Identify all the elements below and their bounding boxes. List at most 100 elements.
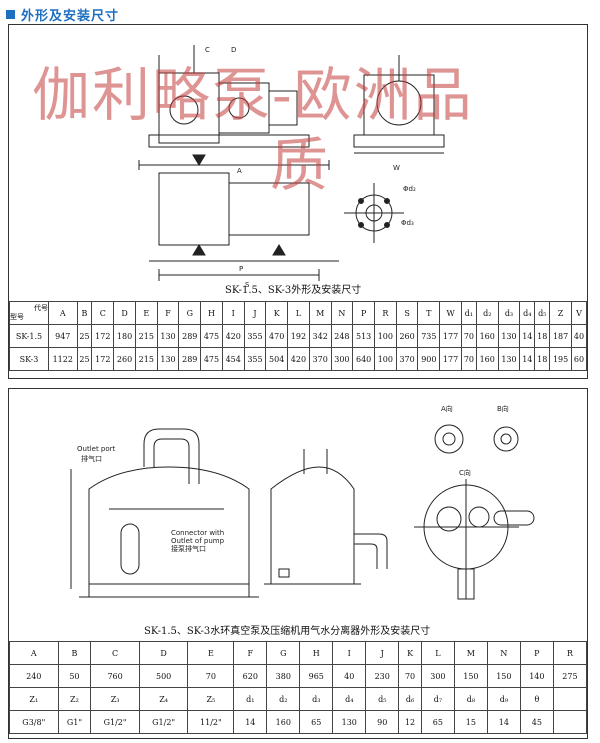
table-header-cell: d₅: [365, 687, 400, 711]
table-header-cell: P: [519, 641, 554, 665]
view-c-label: C向: [459, 468, 471, 477]
table-header-cell: Z₃: [90, 687, 140, 711]
table-cell: 513: [352, 324, 375, 348]
table-cell: 195: [549, 347, 572, 371]
table-cell: 370: [308, 347, 332, 371]
watermark-line1: 伽利略泵-欧洲品: [32, 61, 474, 129]
table-header-cell: d₂: [475, 301, 499, 325]
table-cell: 70: [187, 664, 235, 688]
table-cell: 215: [134, 347, 158, 371]
table-header-cell: d₃: [299, 687, 334, 711]
header-square-icon: [6, 9, 15, 19]
table-cell: 300: [420, 664, 455, 688]
table-cell: 18: [534, 347, 551, 371]
pump-drawing: C D A P S W Φd₂ Φd₃: [138, 45, 445, 289]
table-cell: 300: [330, 347, 354, 371]
connector2-label: Outlet of pump: [171, 537, 225, 545]
corner-top-label: 代号: [34, 304, 48, 312]
view-b-label: B向: [497, 404, 509, 413]
table-cell: 100: [374, 347, 397, 371]
table-cell: 370: [395, 347, 419, 371]
table-header-cell: I: [221, 301, 245, 325]
outlet-port-label: Outlet port: [77, 445, 116, 453]
table-cell: [552, 710, 588, 734]
table-cell: 14: [233, 710, 268, 734]
table-cell: 12: [398, 710, 422, 734]
model-cell: SK-3: [9, 347, 49, 371]
table-cell: 500: [138, 664, 189, 688]
table-cell: 454: [221, 347, 245, 371]
table-header-cell: d₂: [266, 687, 301, 711]
outlet-port-cn-label: 排气口: [81, 454, 102, 463]
table-cell: G1/2": [90, 710, 140, 734]
table-header-cell: H: [200, 301, 223, 325]
view-a-label: A向: [441, 404, 453, 413]
table-cell: 289: [178, 324, 202, 348]
connector-cn-label: 接泵排气口: [171, 544, 206, 553]
corner-bottom-label: 型号: [10, 313, 24, 321]
dim-a-label: A: [237, 167, 242, 175]
separator-dimension-panel: Outlet port 排气口 Connector with Outlet of…: [8, 388, 588, 739]
table-cell: 11/2": [187, 710, 235, 734]
table-cell: 70: [460, 347, 477, 371]
table-header-cell: d₃: [497, 301, 521, 325]
table-cell: 45: [519, 710, 554, 734]
table-cell: 230: [365, 664, 400, 688]
table-header-cell: R: [374, 301, 397, 325]
table-cell: 140: [519, 664, 554, 688]
section-title: 外形及安装尺寸: [21, 8, 120, 24]
table-cell: 177: [439, 324, 462, 348]
table-cell: 420: [287, 347, 310, 371]
table-header-cell: A: [9, 641, 59, 665]
table-cell: 172: [91, 324, 115, 348]
table-header-cell: d₁: [233, 687, 268, 711]
table-header-cell: D: [138, 641, 189, 665]
table-cell: 187: [549, 324, 572, 348]
table-cell: 735: [417, 324, 441, 348]
table-cell: 150: [453, 664, 488, 688]
table-header-cell: d₉: [486, 687, 521, 711]
table-cell: 289: [178, 347, 202, 371]
table-cell: G1": [57, 710, 92, 734]
table-cell: 25: [76, 324, 93, 348]
section-header: 外形及安装尺寸: [6, 4, 119, 24]
table-header-cell: J: [243, 301, 267, 325]
table-cell: 65: [299, 710, 334, 734]
table-cell: 15: [453, 710, 488, 734]
table-cell: 160: [266, 710, 301, 734]
table-header-cell: N: [486, 641, 521, 665]
table-header-cell: K: [265, 301, 289, 325]
table-header-cell: E: [187, 641, 235, 665]
table-cell: 40: [332, 664, 367, 688]
table-cell: 248: [330, 324, 354, 348]
table-header-cell: d₄: [332, 687, 367, 711]
table-cell: 70: [398, 664, 422, 688]
table-cell: 150: [486, 664, 521, 688]
table-cell: 355: [243, 324, 267, 348]
watermark-line2: 质: [270, 131, 331, 199]
table-cell: G3/8": [9, 710, 59, 734]
figure2-caption: SK-1.5、SK-3水环真空泵及压缩机用气水分离器外形及安装尺寸: [144, 626, 431, 637]
table-cell: 215: [134, 324, 158, 348]
table-cell: 355: [243, 347, 267, 371]
table-cell: 14: [519, 347, 536, 371]
table-cell: 14: [519, 324, 536, 348]
table-header-cell: T: [417, 301, 441, 325]
table-cell: 160: [475, 324, 499, 348]
table-header-cell: G: [266, 641, 301, 665]
table-cell: 1122: [48, 347, 78, 371]
table-cell: 130: [497, 347, 521, 371]
table-header-cell: d₇: [420, 687, 455, 711]
table-cell: 40: [570, 324, 588, 348]
table-cell: 130: [156, 347, 180, 371]
separator-drawing: Outlet port 排气口 Connector with Outlet of…: [70, 404, 535, 600]
table-cell: 192: [287, 324, 310, 348]
table-cell: 260: [113, 347, 136, 371]
table-header-cell: L: [420, 641, 455, 665]
